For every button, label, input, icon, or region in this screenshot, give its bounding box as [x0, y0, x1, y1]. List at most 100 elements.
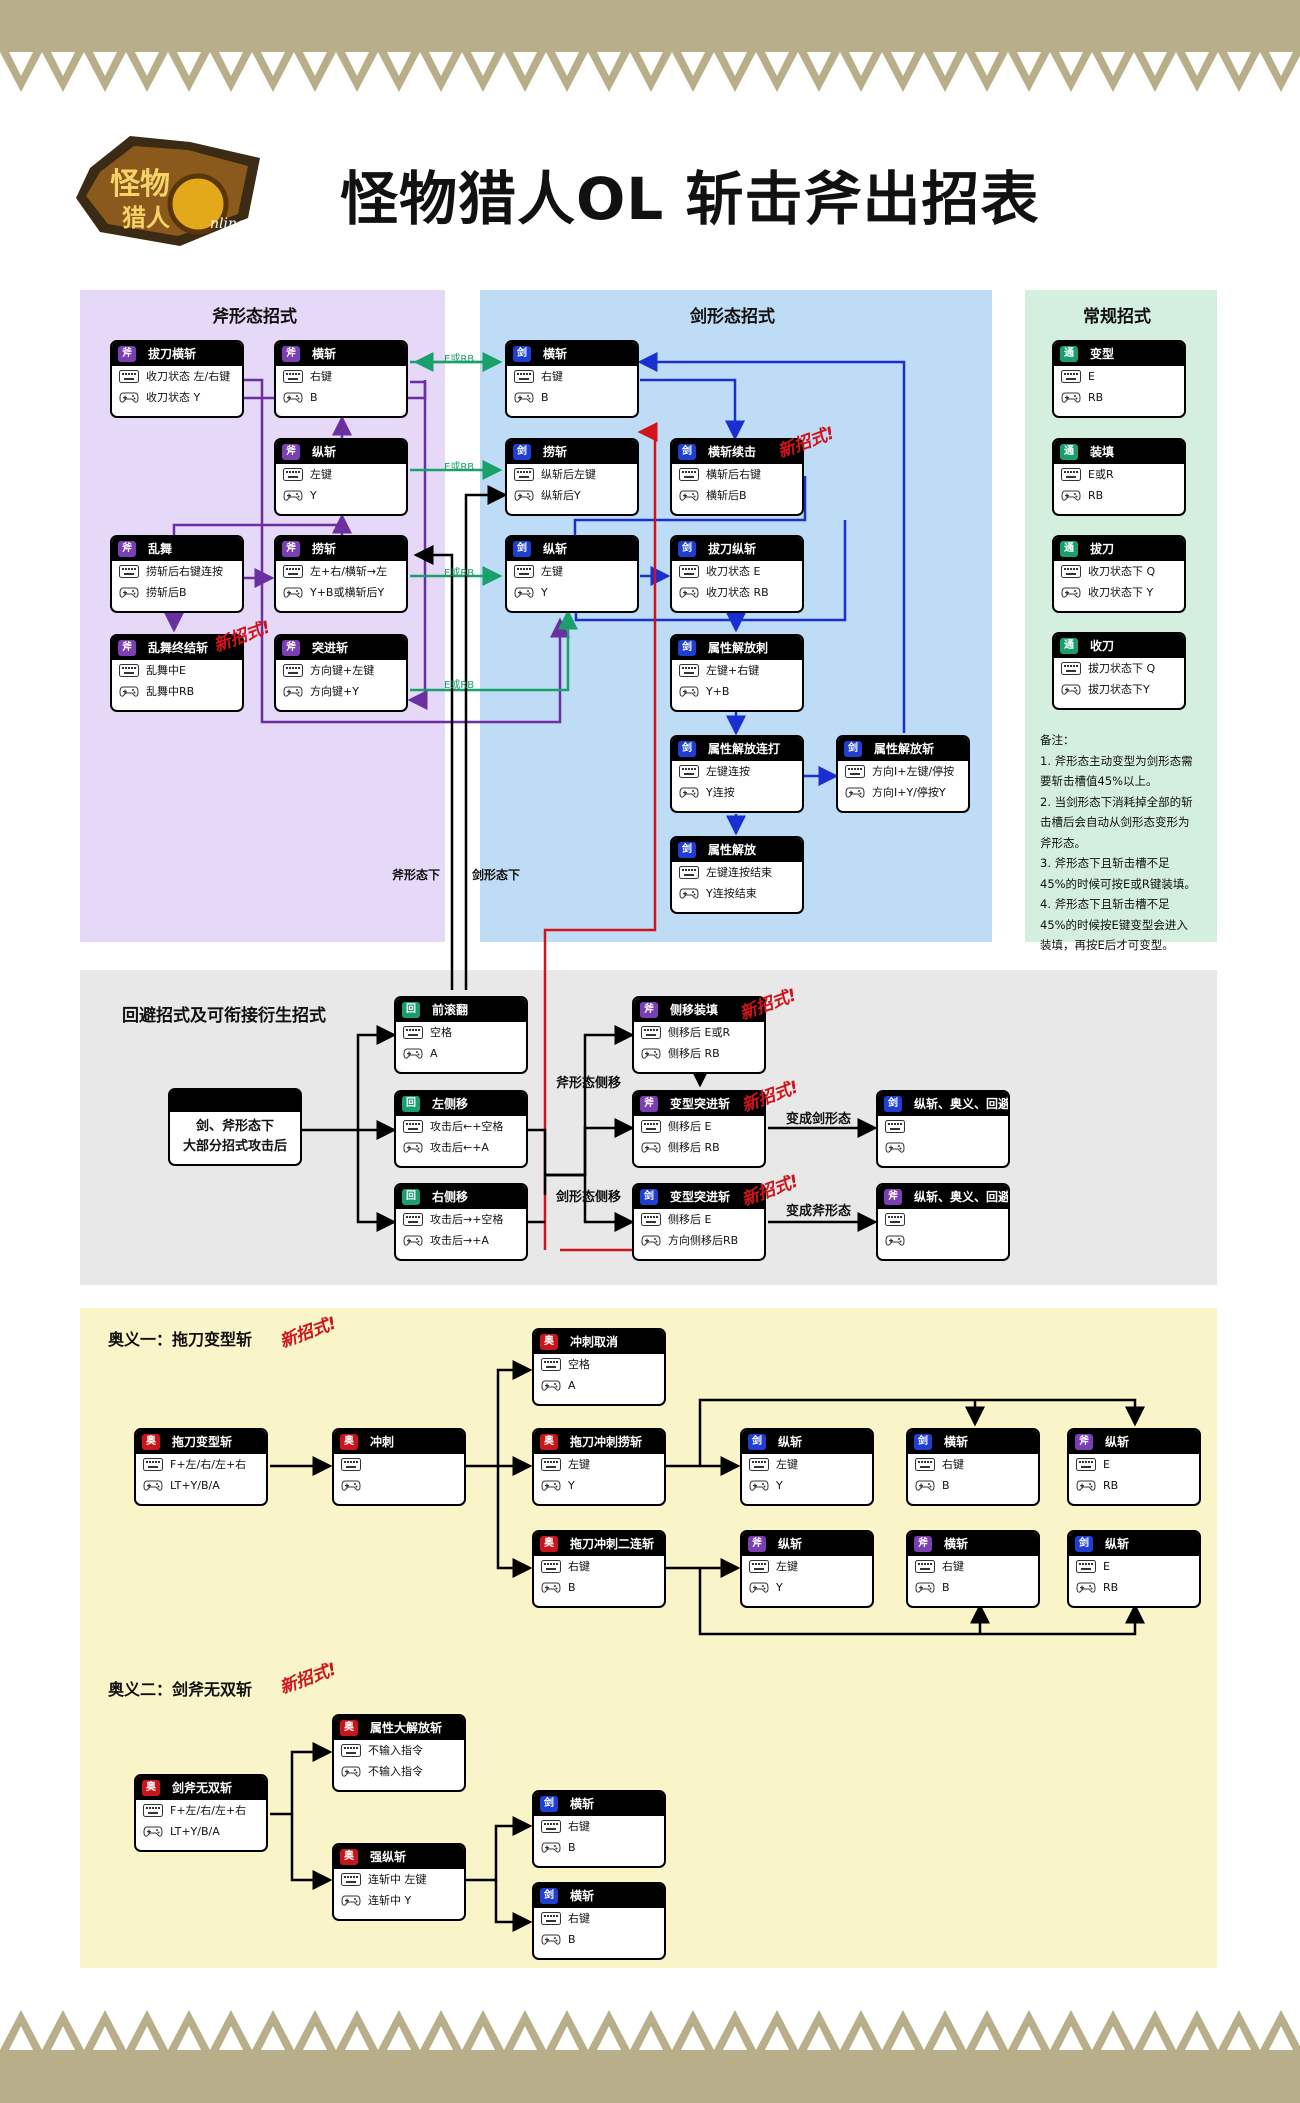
gamepad-row: B — [276, 387, 406, 408]
keyboard-icon — [641, 1026, 661, 1039]
gamepad-row: B — [908, 1577, 1038, 1598]
move-card: 斧拔刀横斩收刀状态 左/右键收刀状态 Y — [110, 340, 244, 418]
keyboard-input: 收刀状态 E — [706, 565, 761, 578]
keyboard-icon — [403, 1120, 423, 1133]
move-name: 侧移装填 — [670, 1003, 719, 1017]
move-card-header: 斧纵斩 — [276, 440, 406, 464]
to-sword-label: 变成剑形态 — [786, 1112, 852, 1127]
keyboard-row: 右键 — [534, 1908, 664, 1929]
gamepad-row: Y+B或横斩后Y — [276, 582, 406, 603]
move-type-tag: 剑 — [678, 741, 696, 757]
move-type-tag: 斧 — [1075, 1434, 1093, 1450]
move-card-header: 剑横斩续击 — [672, 440, 802, 464]
move-name: 剑斧无双斩 — [172, 1781, 233, 1795]
gamepad-icon — [514, 490, 534, 501]
gamepad-row: RB — [1069, 1475, 1199, 1496]
move-type-tag: 剑 — [748, 1434, 766, 1450]
gamepad-icon — [403, 1235, 423, 1246]
gamepad-row: 侧移后 RB — [634, 1137, 764, 1158]
move-type-tag: 奥 — [540, 1434, 558, 1450]
move-card-header: 剑属性解放刺 — [672, 636, 802, 660]
keyboard-icon — [283, 468, 303, 481]
gamepad-input: 攻击后→+A — [430, 1234, 489, 1247]
move-card: 斧乱舞捞斩后右键连按捞斩后B — [110, 535, 244, 613]
gamepad-input: 方向侧移后RB — [668, 1234, 739, 1247]
axe-side-label: 斧形态侧移 — [556, 1076, 622, 1091]
keyboard-input: 横斩后右键 — [706, 468, 761, 481]
move-card-header: 奥拖刀冲刺捞斩 — [534, 1430, 664, 1454]
gamepad-input: LT+Y/B/A — [170, 1479, 220, 1492]
move-card: 奥强纵斩连斩中 左键连斩中 Y — [332, 1843, 466, 1921]
note-line: 4. 斧形态下且斩击槽不足 — [1040, 897, 1170, 911]
gamepad-input: B — [568, 1581, 576, 1594]
svg-text:nline: nline — [210, 216, 245, 232]
move-type-tag: 剑 — [513, 444, 531, 460]
gamepad-row — [334, 1475, 464, 1496]
gamepad-row — [878, 1137, 1008, 1158]
move-card-header: 斧纵斩、奥义、回避 — [878, 1185, 1008, 1209]
gamepad-row: Y连按 — [672, 782, 802, 803]
keyboard-input: 左键 — [310, 468, 332, 481]
gamepad-row: LT+Y/B/A — [136, 1821, 266, 1842]
gamepad-icon — [541, 1480, 561, 1491]
keyboard-row: 连斩中 左键 — [334, 1869, 464, 1890]
gamepad-icon — [1076, 1480, 1096, 1491]
keyboard-input: 左键 — [541, 565, 563, 578]
gamepad-icon — [514, 392, 534, 403]
move-card-header: 剑纵斩 — [742, 1430, 872, 1454]
move-type-tag: 斧 — [282, 541, 300, 557]
keyboard-row: 侧移后 E — [634, 1209, 764, 1230]
gamepad-icon — [679, 490, 699, 501]
move-card: 回左侧移攻击后←+空格攻击后←+A — [394, 1090, 528, 1168]
move-name: 变型突进斩 — [670, 1097, 731, 1111]
gamepad-row: 攻击后→+A — [396, 1230, 526, 1251]
gamepad-row: 乱舞中RB — [112, 681, 242, 702]
move-type-tag: 斧 — [282, 346, 300, 362]
keyboard-input: 方向I+左键/停按 — [872, 765, 955, 778]
gamepad-input: 收刀状态 RB — [706, 586, 769, 599]
move-card-header: 回前滚翻 — [396, 998, 526, 1022]
move-type-tag: 奥 — [142, 1780, 160, 1796]
move-card: 剑捞斩纵斩后左键纵斩后Y — [505, 438, 639, 516]
gamepad-row: 收刀状态下 Y — [1054, 582, 1184, 603]
keyboard-row: 右键 — [276, 366, 406, 387]
gamepad-icon — [1076, 1582, 1096, 1593]
move-name: 属性解放连打 — [708, 742, 781, 756]
keyboard-input: 空格 — [568, 1358, 590, 1371]
keyboard-input: 乱舞中E — [146, 664, 186, 677]
move-card-header: 斧乱舞 — [112, 537, 242, 561]
move-type-tag: 剑 — [914, 1434, 932, 1450]
keyboard-input: 右键 — [942, 1458, 964, 1471]
keyboard-input: 捞斩后右键连按 — [146, 565, 223, 578]
keyboard-icon — [541, 1912, 561, 1925]
gamepad-icon — [749, 1480, 769, 1491]
gamepad-row: B — [534, 1929, 664, 1950]
gamepad-input: B — [568, 1841, 576, 1854]
move-name: 拖刀变型斩 — [172, 1435, 233, 1449]
keyboard-input: 攻击后→+空格 — [430, 1213, 504, 1226]
gamepad-input: 方向键+Y — [310, 685, 359, 698]
move-type-tag: 剑 — [678, 640, 696, 656]
keyboard-input: 收刀状态下 Q — [1088, 565, 1156, 578]
move-name: 纵斩 — [778, 1435, 803, 1449]
gamepad-row: 拔刀状态下Y — [1054, 679, 1184, 700]
move-name: 右侧移 — [432, 1190, 469, 1204]
move-name: 收刀 — [1090, 639, 1115, 653]
move-type-tag: 斧 — [118, 541, 136, 557]
move-type-tag: 回 — [402, 1096, 420, 1112]
move-type-tag: 通 — [1060, 444, 1078, 460]
edge-label-e-rb-4: E或RB — [444, 680, 475, 691]
gamepad-icon — [283, 587, 303, 598]
gamepad-input: Y — [541, 586, 548, 599]
move-type-tag: 剑 — [844, 741, 862, 757]
move-name: 捞斩 — [312, 542, 337, 556]
move-card-header: 斧突进斩 — [276, 636, 406, 660]
move-type-tag: 剑 — [540, 1796, 558, 1812]
gamepad-icon — [679, 587, 699, 598]
